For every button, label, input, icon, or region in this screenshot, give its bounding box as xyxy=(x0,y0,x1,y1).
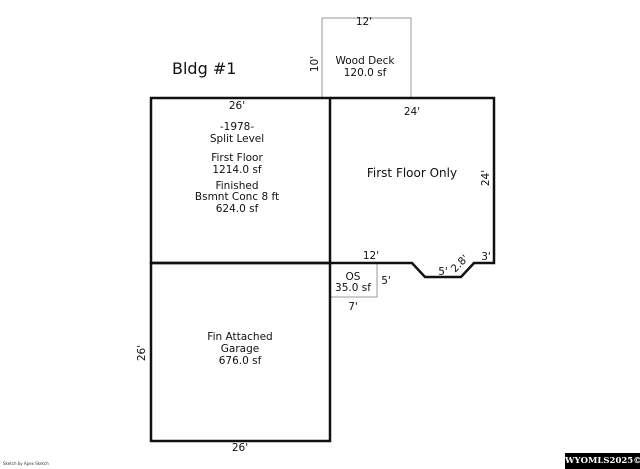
basement-label-2: Bsmnt Conc 8 ft xyxy=(195,191,279,203)
deck-area: 120.0 sf xyxy=(344,67,387,79)
deck-name: Wood Deck xyxy=(335,55,395,67)
garage-line-2: Garage xyxy=(221,343,259,355)
basement-label-1: Finished xyxy=(215,180,258,192)
style: Split Level xyxy=(210,133,264,145)
garage-bottom: 26' xyxy=(232,442,248,454)
ffo-bottom-segment: 12' xyxy=(363,250,379,262)
ffo-depth: 24' xyxy=(480,170,492,186)
os-side: 5' xyxy=(381,275,391,287)
first-floor-area: 1214.0 sf xyxy=(212,164,262,176)
garage-line-1: Fin Attached xyxy=(207,331,272,343)
notch-1: 5' xyxy=(438,266,448,278)
first-floor-only-outline xyxy=(330,96,496,279)
os-name: OS xyxy=(346,271,361,283)
main-width: 26' xyxy=(229,100,245,112)
year-built: -1978- xyxy=(220,121,255,133)
os-area: 35.0 sf xyxy=(335,282,371,294)
os-bottom: 7' xyxy=(348,301,358,313)
sketch-credit: Sketch by Apex Sketch xyxy=(3,461,49,466)
deck-depth: 10' xyxy=(309,56,321,72)
garage-area: 676.0 sf xyxy=(219,355,262,367)
watermark-badge: WYOMLS2025© xyxy=(565,453,640,469)
ffo-name: First Floor Only xyxy=(367,166,457,180)
deck-width: 12' xyxy=(356,16,372,28)
notch-3: 3' xyxy=(481,251,491,263)
building-label: Bldg #1 xyxy=(172,59,236,78)
garage-outline xyxy=(149,261,332,443)
basement-area: 624.0 sf xyxy=(216,203,259,215)
first-floor-label: First Floor xyxy=(211,152,263,164)
notch-2: 2.8' xyxy=(449,253,471,275)
garage-side: 26' xyxy=(136,345,148,361)
ffo-width: 24' xyxy=(404,106,420,118)
